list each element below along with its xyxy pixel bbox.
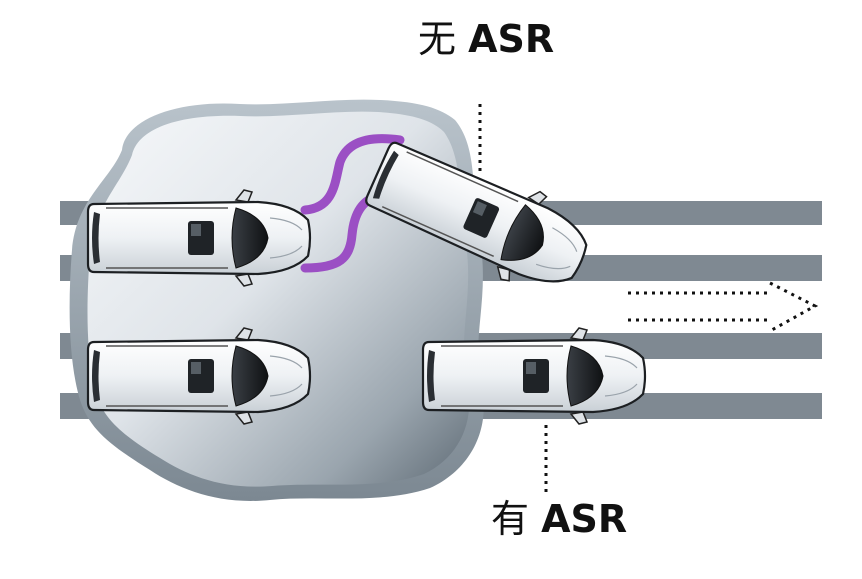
- car-bottom-left: [86, 326, 312, 426]
- car-top-left: [86, 188, 312, 288]
- label-without-asr: 无 ASR: [418, 20, 554, 58]
- label-without-asr-prefix: 无: [418, 17, 457, 61]
- label-with-asr-prefix: 有: [491, 497, 530, 541]
- skid-track: [300, 134, 405, 273]
- label-with-asr: 有 ASR: [491, 500, 627, 538]
- car-bottom-right: [421, 326, 647, 426]
- dotted-right-arrow-icon: [628, 281, 819, 333]
- label-with-asr-text: ASR: [541, 497, 628, 541]
- label-without-asr-text: ASR: [468, 17, 555, 61]
